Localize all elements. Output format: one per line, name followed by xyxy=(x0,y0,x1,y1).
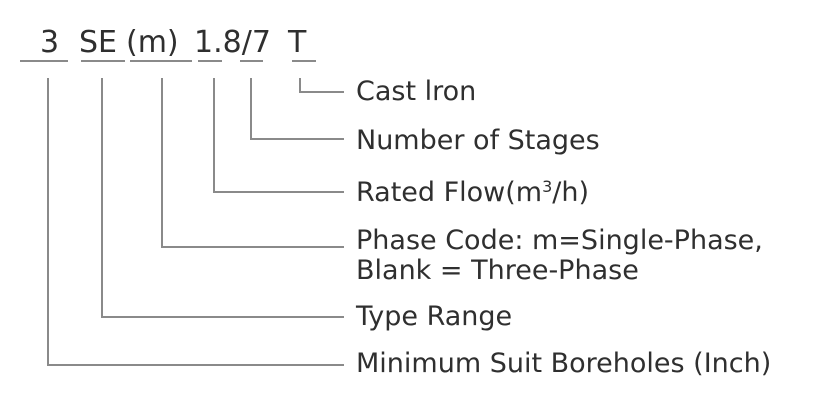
connector-stages-horizontal xyxy=(250,138,344,140)
label-phase-code: Phase Code: m=Single-Phase, Blank = Thre… xyxy=(356,226,763,286)
label-number-of-stages: Number of Stages xyxy=(356,125,600,156)
code-segment-type-range: SE xyxy=(79,25,117,60)
underline-rated-flow xyxy=(198,60,222,62)
label-phase-code-line2: Blank = Three-Phase xyxy=(356,255,639,286)
connector-stages-vertical xyxy=(250,78,252,140)
connector-material-vertical xyxy=(299,78,301,93)
connector-type-range-vertical xyxy=(101,78,103,318)
label-rated-flow-superscript: 3 xyxy=(542,177,553,196)
underline-phase xyxy=(130,60,192,62)
label-rated-flow: Rated Flow(m3/h) xyxy=(356,177,590,208)
connector-borehole-horizontal xyxy=(47,364,344,366)
label-rated-flow-post: /h) xyxy=(552,177,590,208)
underline-stages xyxy=(240,60,263,62)
label-phase-code-line1: Phase Code: m=Single-Phase, xyxy=(356,225,763,256)
connector-rated-flow-vertical xyxy=(213,78,215,193)
code-segment-flow-stages: 1.8/7 xyxy=(194,25,271,60)
connector-borehole-vertical xyxy=(47,78,49,366)
connector-material-horizontal xyxy=(299,91,344,93)
label-rated-flow-pre: Rated Flow(m xyxy=(356,177,543,208)
underline-material xyxy=(292,60,316,62)
connector-phase-horizontal xyxy=(161,246,344,248)
underline-type-range xyxy=(81,60,125,62)
label-cast-iron: Cast lron xyxy=(356,76,477,107)
connector-type-range-horizontal xyxy=(101,316,344,318)
label-type-range: Type Range xyxy=(356,301,513,332)
code-segment-borehole: 3 xyxy=(40,25,60,60)
label-min-boreholes: Minimum Suit Boreholes (Inch) xyxy=(356,348,772,379)
connector-phase-vertical xyxy=(161,78,163,248)
connector-rated-flow-horizontal xyxy=(213,191,344,193)
code-segment-material: T xyxy=(288,25,307,60)
code-segment-phase: (m) xyxy=(126,25,179,60)
underline-borehole xyxy=(20,60,68,62)
